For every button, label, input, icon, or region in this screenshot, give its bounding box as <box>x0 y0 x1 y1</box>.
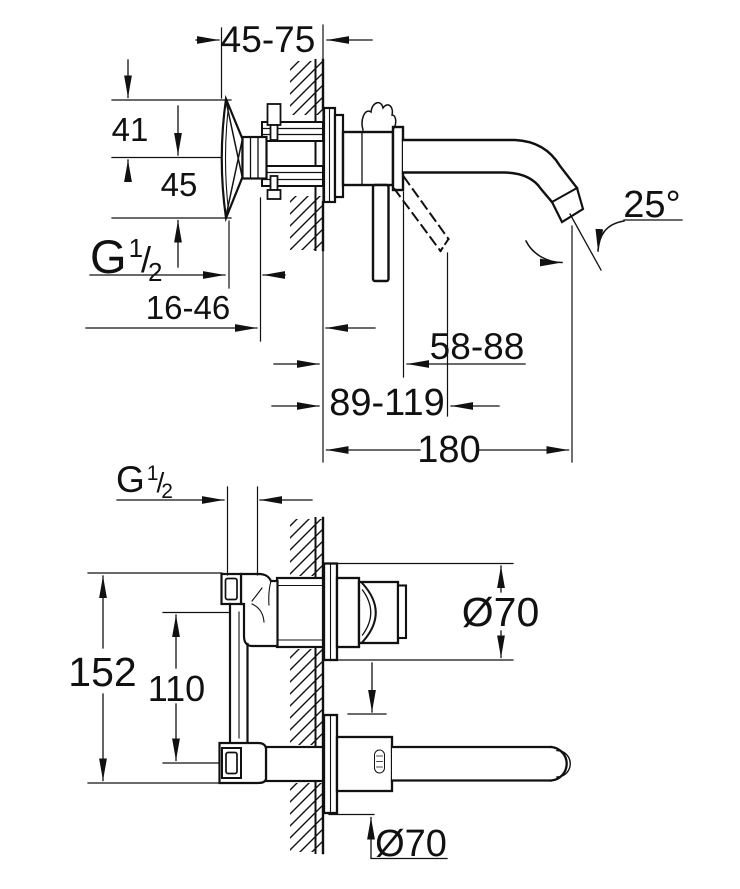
grohe-logo-icon <box>374 749 385 774</box>
dim-label-body-projection-range: 58-88 <box>429 326 525 367</box>
break-line-squiggle <box>361 101 397 131</box>
thread-numerator: 1 <box>146 462 159 485</box>
thread-numerator: 1 <box>128 233 144 263</box>
thread-denominator: 2 <box>161 480 173 503</box>
dim-label-wall-depth-range: 16-46 <box>145 289 231 326</box>
dim-label-thread-bottom: G1/2 <box>116 461 173 502</box>
dim-label-thread-top: G1/2 <box>90 233 163 285</box>
escutcheon-top-view <box>322 106 345 204</box>
bottom-view-drawing <box>87 486 571 860</box>
dim-label-spout-projection: 180 <box>417 429 481 471</box>
dim-label-lever-projection-range: 89-119 <box>329 382 445 424</box>
wall-section-bottom <box>290 516 325 855</box>
flow-direction-arrow <box>524 239 563 267</box>
dim-label-spout-angle: 25° <box>623 184 681 226</box>
dim-label-spout-escutcheon-diameter: Ø70 <box>375 823 447 865</box>
lever-alt-position <box>393 175 450 253</box>
dimension-lines-bottom <box>87 486 514 860</box>
thread-denominator: 2 <box>148 257 163 287</box>
dim-label-handle-top-offset: 41 <box>111 111 149 148</box>
spout-front <box>322 713 571 815</box>
dimension-lines-top-left <box>85 27 376 342</box>
dim-label-mount-depth-range: 45-75 <box>220 19 316 60</box>
wall-section-top <box>290 24 325 463</box>
handle-knob-side <box>220 94 282 223</box>
thread-letter: G <box>116 459 145 500</box>
rough-in-body <box>218 572 325 785</box>
thread-slash: / <box>141 239 152 280</box>
thread-letter: G <box>90 230 127 283</box>
dimension-lines-top-right <box>271 191 683 463</box>
dim-label-port-spacing: 110 <box>147 668 206 709</box>
dim-label-handle-escutcheon-diameter: Ø70 <box>461 589 540 635</box>
lever-handle-side <box>371 183 390 283</box>
mixer-body-side <box>341 101 405 192</box>
handle-escutcheon-front <box>322 562 408 662</box>
dim-label-body-height: 152 <box>68 649 137 695</box>
dim-label-handle-center-offset: 45 <box>160 166 198 203</box>
spout-side <box>401 138 585 224</box>
thread-slash: / <box>156 467 165 498</box>
top-view-drawing <box>85 24 683 463</box>
